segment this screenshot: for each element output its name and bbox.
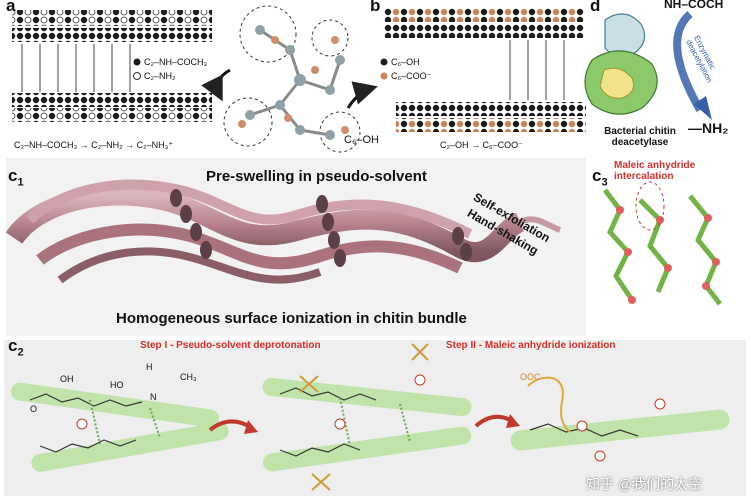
panel-b-scheme: C₂–OH → C₆–COO⁻ (440, 140, 523, 150)
panel-d-enzyme-label: Bacterial chitin deacetylase (604, 126, 676, 148)
panel-c3-molecule (603, 181, 722, 306)
panel-c1-title: Pre-swelling in pseudo-solvent (206, 168, 427, 185)
panel-c3-title: Maleic anhydride intercalation (614, 160, 696, 182)
panel-c2-chains (10, 343, 730, 491)
panel-c2-atom-ho: HO (110, 380, 124, 390)
panel-a-legend-acetyl: C₂–NH–COCH₃ (144, 57, 208, 67)
panel-c3-letter: c (592, 166, 602, 185)
chitin-molecule-model (201, 5, 378, 153)
panel-c2-subscript: 2 (17, 346, 24, 359)
panel-b-reagent: C₆–OH (344, 134, 379, 146)
panel-c1-fibers (5, 179, 562, 284)
panel-label-b: b (370, 0, 381, 15)
panel-c2-atom-o: O (30, 404, 38, 414)
panel-c1-caption: Homogeneous surface ionization in chitin… (116, 310, 467, 327)
watermark: 知乎 @我们的太空 (586, 476, 703, 492)
panel-d-product: —NH₂ (688, 120, 729, 136)
panel-c2-step2: Step II - Maleic anhydride ionization (446, 340, 616, 351)
panel-c1-letter: c (8, 166, 18, 185)
panel-label-a: a (6, 0, 16, 15)
panel-c3-subscript: 3 (601, 176, 608, 189)
panel-c2-atom-h: H (146, 362, 153, 372)
panel-c2-step1: Step I - Pseudo-solvent deprotonation (140, 340, 321, 351)
panel-label-c1: c1 (8, 166, 24, 188)
panel-c2-letter: c (8, 336, 18, 355)
panel-c1-subscript: 1 (17, 176, 24, 189)
panel-c2-atom-ch3: CH₃ (180, 372, 197, 382)
panel-d-top-text: NH–COCH (664, 0, 724, 11)
panel-b-sheets (380, 8, 586, 132)
panel-b-legend-oh: C₆–OH (391, 57, 420, 67)
panel-b-legend-coo: C₆–COO⁻ (391, 71, 432, 81)
panel-label-c2: c2 (8, 336, 24, 358)
panel-a-sheets (12, 10, 212, 122)
panel-c2-atom-n: N (150, 392, 157, 402)
panel-label-d: d (590, 0, 601, 15)
panel-d-enzyme (584, 10, 712, 120)
panel-c2-atom-ooc: OOC (520, 372, 541, 382)
panel-label-c3: c3 (592, 166, 608, 188)
panel-a-legend-amine: C₂–NH₂ (144, 71, 176, 81)
panel-c2-background (4, 340, 746, 496)
panel-a-scheme: C₂–NH–COCH₃ → C₂–NH₂ → C₂–NH₃⁺ (14, 140, 174, 150)
panel-c2-atom-oh: OH (60, 374, 74, 384)
